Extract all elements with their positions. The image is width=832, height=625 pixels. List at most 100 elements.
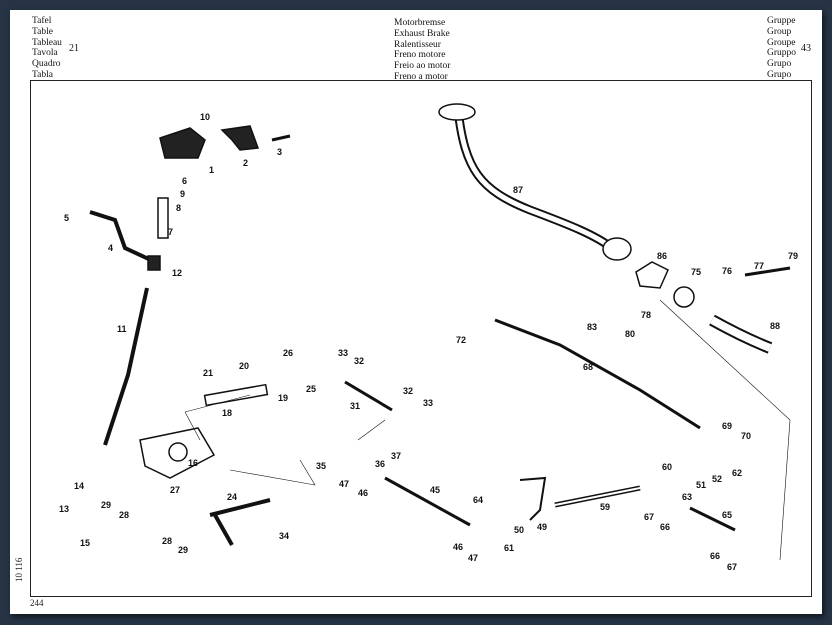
callout: 47 [468,553,478,563]
title: Ralentisseur [394,39,441,50]
callout: 63 [682,492,692,502]
callout: 77 [754,261,764,271]
callout: 14 [74,481,84,491]
table-label-list: Tafel Table Tableau Tavola Quadro Tabla [32,16,62,81]
callout: 18 [222,408,232,418]
callout: 68 [583,362,593,372]
callout: 69 [722,421,732,431]
callout: 1 [209,165,214,175]
callout: 12 [172,268,182,278]
label: Groupe [767,37,796,48]
callout: 45 [430,485,440,495]
label: Tabla [32,69,53,80]
callout: 9 [180,189,185,199]
callout: 6 [182,176,187,186]
callout: 65 [722,510,732,520]
callout: 29 [101,500,111,510]
callout: 27 [170,485,180,495]
title: Freno motore [394,50,446,61]
callout: 70 [741,431,751,441]
callout: 13 [59,504,69,514]
callout: 21 [203,368,213,378]
callout: 47 [339,479,349,489]
callout: 66 [710,551,720,561]
callout: 59 [600,502,610,512]
callout: 64 [473,495,483,505]
callout: 88 [770,321,780,331]
callout: 15 [80,538,90,548]
catalog-page: Tafel Table Tableau Tavola Quadro Tabla … [10,10,822,614]
title-list: Motorbremse Exhaust Brake Ralentisseur F… [394,18,450,83]
callout: 49 [537,522,547,532]
callout: 83 [587,322,597,332]
callout: 4 [108,243,113,253]
label: Gruppo [767,48,797,59]
callout: 8 [176,203,181,213]
title: Motorbremse [394,18,446,28]
callout: 20 [239,361,249,371]
callout: 37 [391,451,401,461]
callout: 60 [662,462,672,472]
callout: 46 [453,542,463,552]
callout: 28 [119,510,129,520]
label: Group [767,26,792,37]
callout: 32 [403,386,413,396]
title: Exhaust Brake [394,28,450,39]
callout: 31 [350,401,360,411]
callout: 33 [423,398,433,408]
callout: 67 [727,562,737,572]
label: Quadro [32,59,61,70]
callout: 86 [657,251,667,261]
callout: 34 [279,531,289,541]
callout: 33 [338,348,348,358]
group-label-list: Gruppe Group Groupe Gruppo Grupo Grupo [767,16,796,81]
label: Tafel [32,16,52,26]
callout: 76 [722,266,732,276]
label: Grupo [767,59,792,70]
callout: 62 [732,468,742,478]
callout: 29 [178,545,188,555]
callout: 75 [691,267,701,277]
callout: 61 [504,543,514,553]
callout: 66 [660,522,670,532]
callout: 79 [788,251,798,261]
callout: 16 [188,458,198,468]
callout: 25 [306,384,316,394]
callout: 67 [644,512,654,522]
title: Freio ao motor [394,61,451,72]
callout: 7 [168,227,173,237]
label: Tavola [32,48,58,59]
callout: 72 [456,335,466,345]
title: Freno a motor [394,71,448,82]
callout: 3 [277,147,282,157]
label: Tableau [32,37,62,48]
callout: 36 [375,459,385,469]
callout: 87 [513,185,523,195]
callout: 52 [712,474,722,484]
callout: 26 [283,348,293,358]
callout: 5 [64,213,69,223]
callout: 35 [316,461,326,471]
label: Table [32,26,53,37]
callout-labels: 10 1 2 3 6 9 8 7 5 4 12 11 16 14 13 15 2… [59,112,798,572]
page-number: 244 [30,598,44,608]
part-drawings [89,103,791,561]
callout: 32 [354,356,364,366]
table-number: 21 [69,43,79,54]
callout: 51 [696,480,706,490]
callout: 46 [358,488,368,498]
callout: 10 [200,112,210,122]
label: Gruppe [767,16,796,26]
callout: 80 [625,329,635,339]
callout: 78 [641,310,651,320]
group-number: 43 [801,43,811,54]
callout: 24 [227,492,237,502]
diagram-frame [30,80,812,597]
callout: 2 [243,158,248,168]
callout: 28 [162,536,172,546]
callout: 50 [514,525,524,535]
label: Grupo [767,69,792,80]
callout: 19 [278,393,288,403]
callout: 11 [117,324,127,334]
